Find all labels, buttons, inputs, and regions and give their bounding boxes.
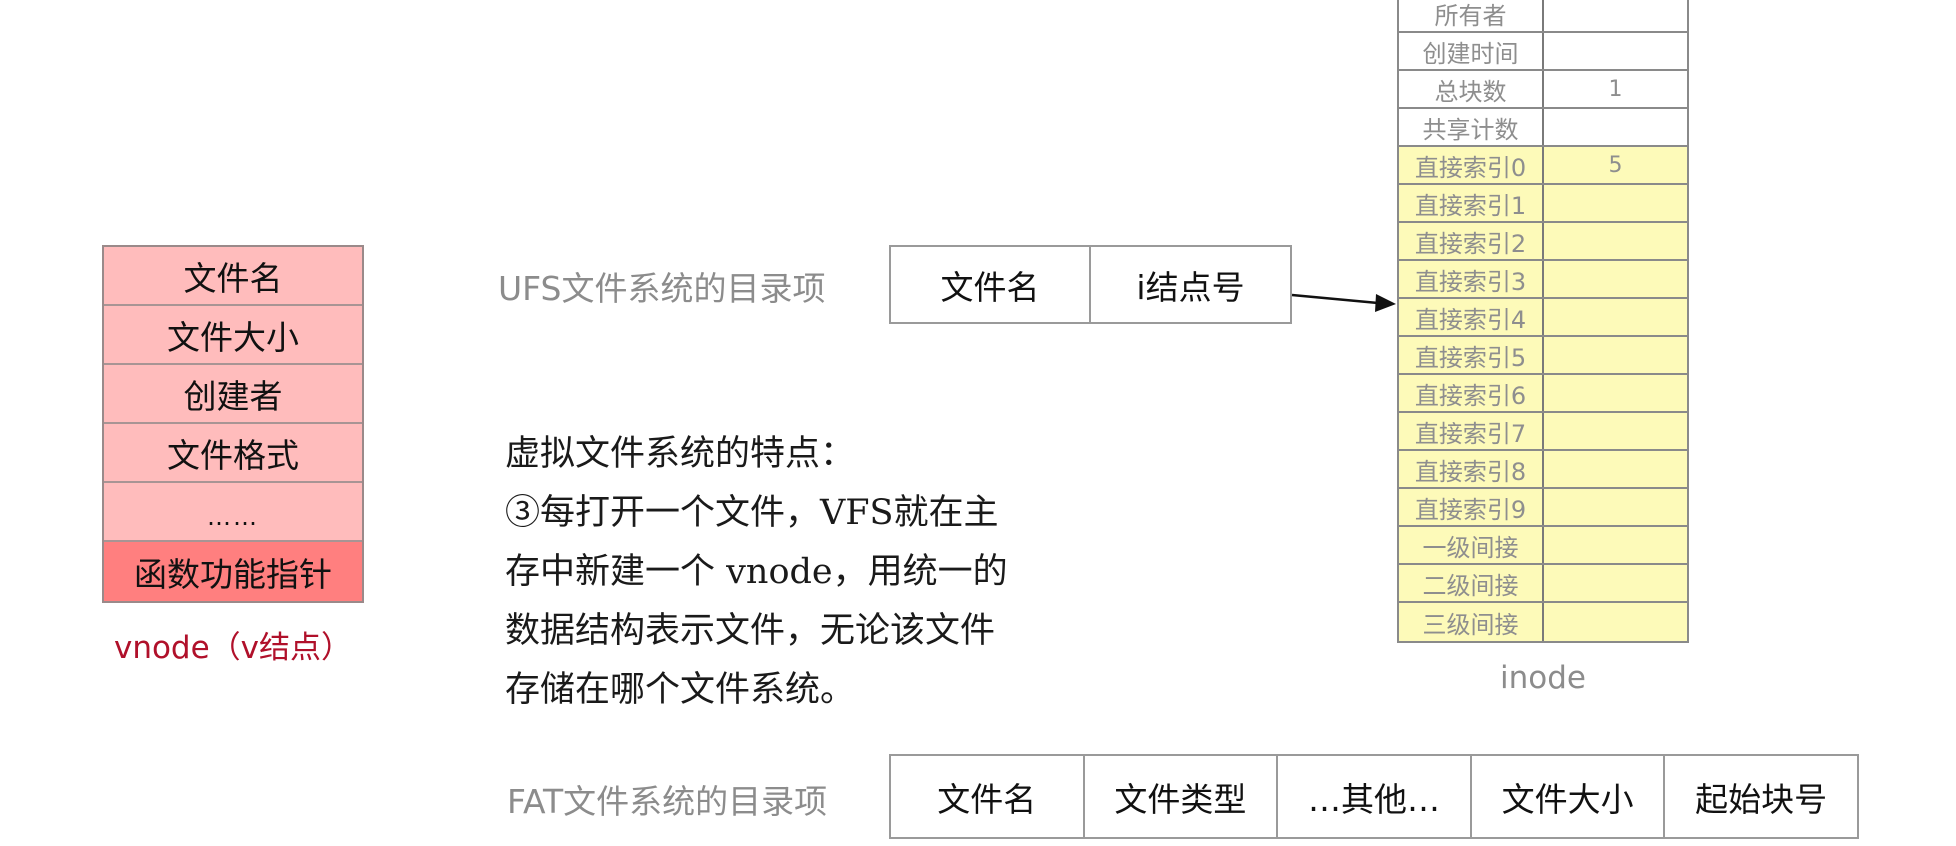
inode-value bbox=[1544, 527, 1687, 563]
inode-value bbox=[1544, 337, 1687, 373]
inode-row: 共享计数 bbox=[1399, 109, 1687, 147]
inode-value bbox=[1544, 375, 1687, 411]
inode-key: 二级间接 bbox=[1399, 565, 1544, 601]
inode-key: 创建时间 bbox=[1399, 33, 1544, 69]
inode-value bbox=[1544, 223, 1687, 259]
inode-key: 直接索引8 bbox=[1399, 451, 1544, 487]
inode-value bbox=[1544, 0, 1687, 31]
inode-key: 直接索引2 bbox=[1399, 223, 1544, 259]
inode-value bbox=[1544, 451, 1687, 487]
inode-table: 所有者 创建时间 总块数 1 共享计数 直接索引0 5 直接索引1 直接索引2 直接… bbox=[1397, 0, 1689, 643]
fat-entry-label: FAT文件系统的目录项 bbox=[507, 782, 828, 821]
note-line: 存中新建一个 vnode，用统一的 bbox=[505, 552, 1008, 592]
ufs-field-filename: 文件名 bbox=[891, 247, 1091, 322]
ufs-entry-label: UFS文件系统的目录项 bbox=[498, 269, 826, 308]
inode-row: 三级间接 bbox=[1399, 603, 1687, 641]
inode-row: 直接索引8 bbox=[1399, 451, 1687, 489]
note-line: ③每打开一个文件，VFS就在主 bbox=[505, 493, 999, 533]
ufs-entry-box: 文件名 i结点号 bbox=[889, 245, 1292, 324]
vnode-field-filesize: 文件大小 bbox=[104, 306, 362, 365]
inode-row: 直接索引7 bbox=[1399, 413, 1687, 451]
vnode-field-function-pointer: 函数功能指针 bbox=[104, 542, 362, 601]
inode-value bbox=[1544, 413, 1687, 449]
inode-row: 二级间接 bbox=[1399, 565, 1687, 603]
inode-key: 共享计数 bbox=[1399, 109, 1544, 145]
inode-value bbox=[1544, 33, 1687, 69]
fat-field-filename: 文件名 bbox=[891, 756, 1085, 837]
inode-key: 直接索引0 bbox=[1399, 147, 1544, 183]
note-line: 存储在哪个文件系统。 bbox=[505, 670, 856, 710]
vnode-field-filename: 文件名 bbox=[104, 247, 362, 306]
inode-key: 直接索引3 bbox=[1399, 261, 1544, 297]
inode-row: 一级间接 bbox=[1399, 527, 1687, 565]
inode-key: 直接索引1 bbox=[1399, 185, 1544, 221]
fat-field-start-block: 起始块号 bbox=[1695, 779, 1828, 819]
note-line: 数据结构表示文件，无论该文件 bbox=[505, 611, 996, 651]
fat-entry-box: 文件名 文件类型 …其他… 文件大小 起始块号 bbox=[889, 754, 1859, 839]
inode-key: 直接索引9 bbox=[1399, 489, 1544, 525]
inode-key: 总块数 bbox=[1399, 71, 1544, 107]
inode-key: 直接索引4 bbox=[1399, 299, 1544, 335]
inode-row: 直接索引4 bbox=[1399, 299, 1687, 337]
vnode-struct: 文件名 文件大小 创建者 文件格式 …… 函数功能指针 bbox=[102, 245, 364, 603]
ufs-field-inode-number: i结点号 bbox=[1136, 267, 1245, 307]
vnode-label: vnode（v结点） bbox=[113, 630, 353, 666]
fat-field-filetype: 文件类型 bbox=[1085, 756, 1279, 837]
inode-label: inode bbox=[1500, 660, 1586, 696]
inode-key: 直接索引6 bbox=[1399, 375, 1544, 411]
fat-field-other: …其他… bbox=[1278, 756, 1472, 837]
inode-row: 直接索引9 bbox=[1399, 489, 1687, 527]
inode-row: 直接索引3 bbox=[1399, 261, 1687, 299]
inode-row: 直接索引1 bbox=[1399, 185, 1687, 223]
inode-value bbox=[1544, 299, 1687, 335]
inode-row: 创建时间 bbox=[1399, 33, 1687, 71]
note-line: 虚拟文件系统的特点： bbox=[505, 434, 856, 474]
inode-key: 直接索引7 bbox=[1399, 413, 1544, 449]
inode-value bbox=[1544, 565, 1687, 601]
vfs-feature-note: 虚拟文件系统的特点： ③每打开一个文件，VFS就在主 存中新建一个 vnode，… bbox=[505, 425, 1008, 720]
inode-row: 直接索引0 5 bbox=[1399, 147, 1687, 185]
inode-value bbox=[1544, 109, 1687, 145]
inode-value bbox=[1544, 185, 1687, 221]
inode-value: 1 bbox=[1608, 76, 1623, 102]
inode-row: 所有者 bbox=[1399, 0, 1687, 33]
vnode-field-format: 文件格式 bbox=[104, 424, 362, 483]
vnode-field-creator: 创建者 bbox=[104, 365, 362, 424]
inode-value bbox=[1544, 489, 1687, 525]
inode-value bbox=[1544, 603, 1687, 641]
inode-value bbox=[1544, 261, 1687, 297]
inode-row: 直接索引6 bbox=[1399, 375, 1687, 413]
inode-value: 5 bbox=[1608, 152, 1623, 178]
inode-key: 一级间接 bbox=[1399, 527, 1544, 563]
inode-row: 直接索引5 bbox=[1399, 337, 1687, 375]
fat-field-filesize: 文件大小 bbox=[1472, 756, 1666, 837]
inode-key: 直接索引5 bbox=[1399, 337, 1544, 373]
inode-row: 总块数 1 bbox=[1399, 71, 1687, 109]
inode-key: 所有者 bbox=[1399, 0, 1544, 31]
inode-row: 直接索引2 bbox=[1399, 223, 1687, 261]
vnode-field-ellipsis: …… bbox=[104, 483, 362, 542]
inode-key: 三级间接 bbox=[1399, 603, 1544, 641]
